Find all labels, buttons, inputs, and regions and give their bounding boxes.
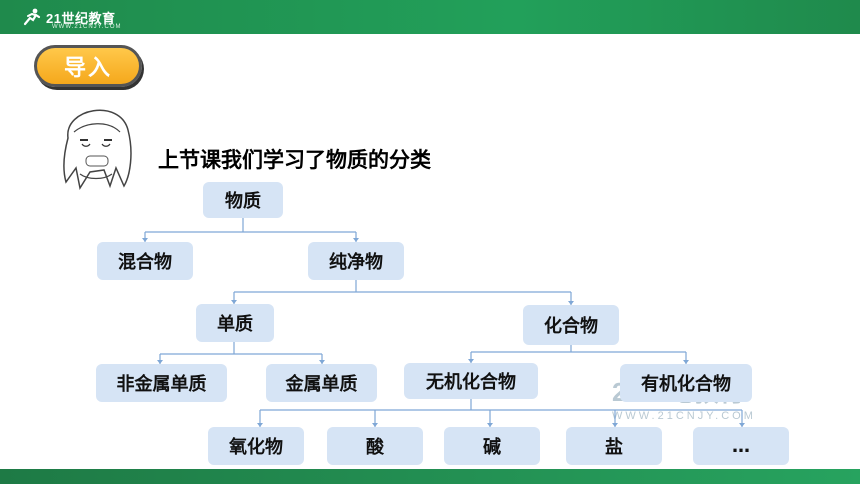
- node-matter: 物质: [203, 182, 283, 218]
- node-more: …: [693, 427, 789, 465]
- intro-badge: 导入: [34, 45, 142, 87]
- cartoon-girl-icon: [63, 109, 132, 190]
- node-nonmetal-element: 非金属单质: [96, 364, 227, 402]
- node-pure-substance: 纯净物: [308, 242, 404, 280]
- node-inorganic-compound: 无机化合物: [404, 363, 538, 399]
- node-compound: 化合物: [523, 305, 619, 345]
- brand-url: WWW.21CNJY.COM: [52, 24, 122, 30]
- node-oxide: 氧化物: [208, 427, 304, 465]
- watermark-url: WWW.21CNJY.COM: [612, 410, 756, 422]
- node-salt: 盐: [566, 427, 662, 465]
- lesson-subtitle: 上节课我们学习了物质的分类: [158, 148, 431, 172]
- node-acid: 酸: [327, 427, 423, 465]
- top-header-bar: 21世纪教育 WWW.21CNJY.COM: [0, 0, 860, 34]
- node-element: 单质: [196, 304, 274, 342]
- node-mixture: 混合物: [97, 242, 193, 280]
- brand-name: 21世纪教育: [46, 10, 116, 26]
- brand-logo: 21世纪教育: [22, 6, 115, 28]
- bottom-footer-bar: [0, 469, 860, 484]
- node-organic-compound: 有机化合物: [620, 364, 752, 402]
- node-metal-element: 金属单质: [266, 364, 377, 402]
- node-base: 碱: [444, 427, 540, 465]
- runner-logo-icon: [23, 8, 41, 26]
